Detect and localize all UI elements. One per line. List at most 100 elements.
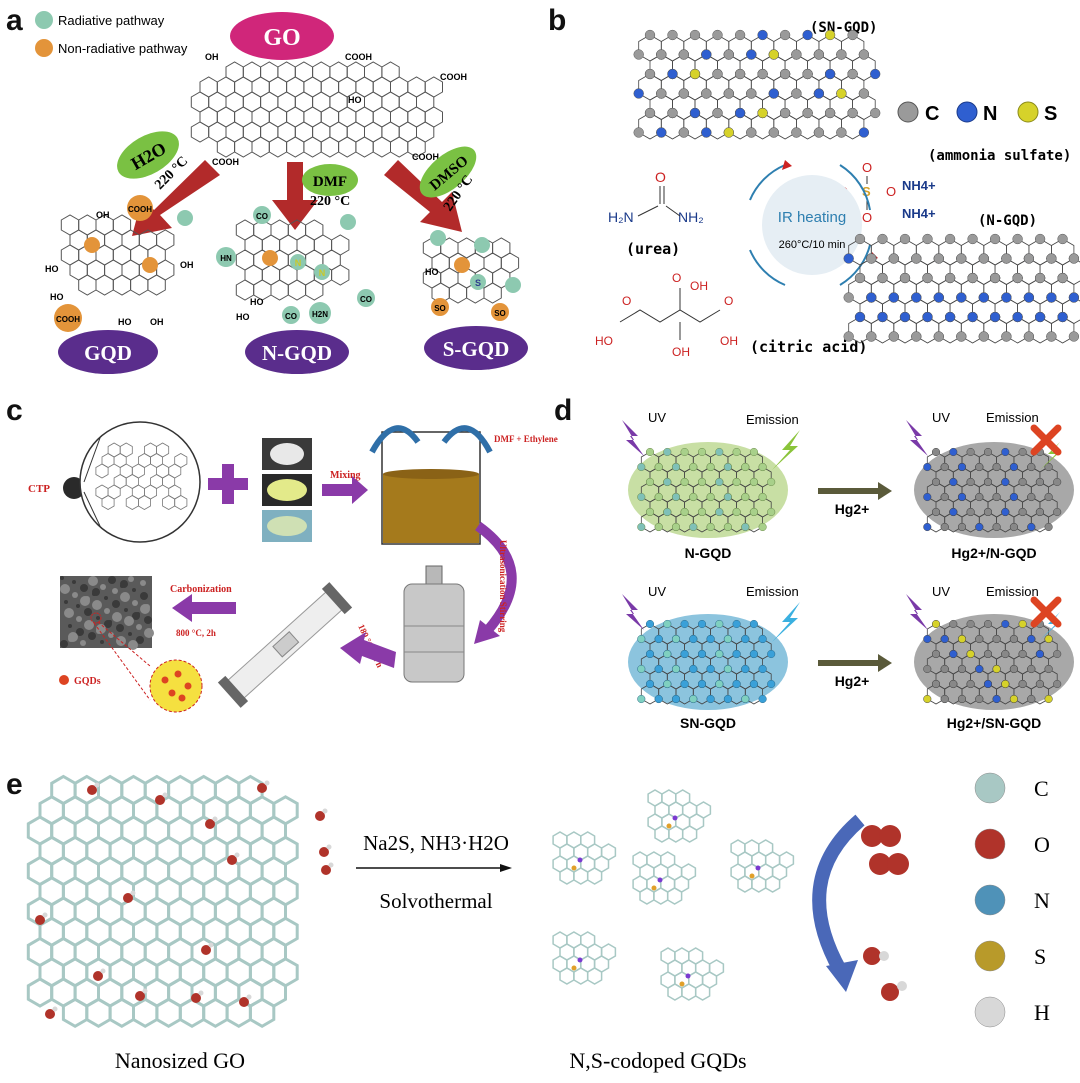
hydrogen-atom	[212, 816, 218, 822]
atom-ball	[680, 507, 689, 517]
atom-ball	[767, 679, 776, 689]
sem-grain	[60, 576, 64, 580]
hg-arrow-1-shaft	[818, 488, 878, 494]
atom-ball	[888, 253, 899, 264]
nh4-1: NH4+	[902, 178, 936, 193]
atom-ball	[824, 29, 836, 41]
atom-ball	[1001, 477, 1010, 487]
atom-ball	[663, 679, 672, 689]
ngqd-n-2: N	[319, 268, 326, 278]
autoclave-body	[403, 583, 465, 683]
hexagon-ring	[338, 136, 357, 158]
atom-ball	[870, 68, 881, 80]
legend-atom-h	[974, 996, 1006, 1028]
atom-ball	[697, 679, 707, 689]
atom-ball	[911, 331, 922, 342]
go-cooh-bottom-right: COOH	[412, 152, 439, 162]
hexagon-ring	[448, 282, 468, 304]
hexagon-ring	[78, 274, 97, 296]
atom-ball	[678, 49, 689, 60]
atom-ball	[1035, 649, 1044, 659]
atom-ball	[706, 462, 715, 472]
atom-ball	[813, 88, 825, 99]
atom-ball	[989, 311, 1001, 323]
uv-bolt-4	[906, 594, 928, 630]
atom-ball	[723, 664, 732, 674]
atom-ball	[758, 634, 767, 644]
atom-ball	[931, 447, 941, 457]
atom-ball	[858, 88, 870, 99]
sem-zoom-circle	[90, 612, 102, 624]
o2b-atom-2	[887, 853, 909, 875]
sem-grain	[132, 588, 136, 592]
n-gqd-title: (N-GQD)	[978, 213, 1037, 229]
atom-ball	[931, 649, 941, 659]
legend-n: N	[983, 103, 997, 125]
svg-text:OH: OH	[690, 279, 708, 293]
hexagon-ring	[559, 967, 575, 985]
ngqd-ho: HO	[236, 312, 250, 322]
atom-ball	[1053, 507, 1062, 517]
sulfur-dopant	[571, 965, 577, 971]
atom-ball	[978, 292, 989, 303]
sem-grain	[128, 640, 138, 650]
sem-grain	[76, 616, 82, 622]
hexagon-ring	[178, 997, 206, 1029]
atom-ball	[1001, 619, 1010, 629]
atom-ball	[1009, 664, 1018, 674]
sem-grain	[124, 608, 128, 612]
atom-ball	[741, 522, 750, 532]
atom-ball	[689, 68, 701, 80]
oxygen-atom	[155, 795, 165, 805]
atom-ball	[637, 492, 646, 502]
hexagon-ring	[653, 887, 669, 905]
hydrogen-atom	[246, 994, 252, 1000]
hydrogen-atom	[198, 990, 204, 996]
hexagon-ring	[573, 967, 589, 985]
atom-ball	[637, 522, 646, 532]
cycle-arrow-top-left	[749, 164, 786, 201]
atom-ball	[680, 619, 689, 629]
hydrogen-atom	[52, 1006, 58, 1012]
hg-arrow-2-shaft	[818, 660, 878, 666]
atom-ball	[701, 127, 712, 138]
atom-ball	[741, 664, 750, 674]
atom-ball	[1018, 447, 1027, 457]
atom-ball	[847, 107, 858, 119]
atom-ball	[701, 88, 712, 99]
atom-ball	[1012, 272, 1023, 284]
atom-ball	[644, 29, 656, 41]
atom-ball	[949, 447, 958, 457]
zoom-dash-1	[97, 621, 151, 667]
cycle-arrow-top-right	[839, 164, 871, 211]
atom-ball	[654, 462, 663, 472]
atom-ball	[1018, 679, 1027, 689]
atom-ball	[732, 447, 741, 457]
atom-ball	[734, 107, 746, 119]
atom-ball	[940, 694, 949, 704]
atom-ball	[802, 107, 813, 119]
atom-ball	[791, 88, 802, 99]
emission-label-2: Emission	[986, 410, 1039, 425]
urea-structure: O H₂N NH₂	[608, 169, 704, 225]
atom-ball	[899, 233, 911, 245]
go-oxygen-groups	[35, 780, 334, 1019]
gqd-ho-left2: HO	[50, 292, 64, 302]
atom-ball	[749, 619, 758, 629]
atom-ball	[877, 233, 888, 245]
atom-ball	[701, 49, 712, 60]
atom-ball	[931, 477, 941, 487]
urea-label: (urea)	[626, 240, 680, 258]
hydrothermal-arrow	[340, 632, 396, 668]
atom-ball	[931, 507, 941, 517]
sem-grain	[60, 584, 70, 594]
sem-grain	[104, 596, 108, 600]
hg-label-2: Hg2+	[835, 673, 870, 689]
atom-ball	[706, 664, 715, 674]
atom-ball	[949, 619, 958, 629]
atom-ball	[1001, 679, 1010, 689]
tube-furnace	[217, 582, 353, 708]
gqd-flake	[730, 839, 795, 893]
oh-o-1	[863, 947, 881, 965]
cycle-arrow-bottom-left	[749, 249, 786, 286]
